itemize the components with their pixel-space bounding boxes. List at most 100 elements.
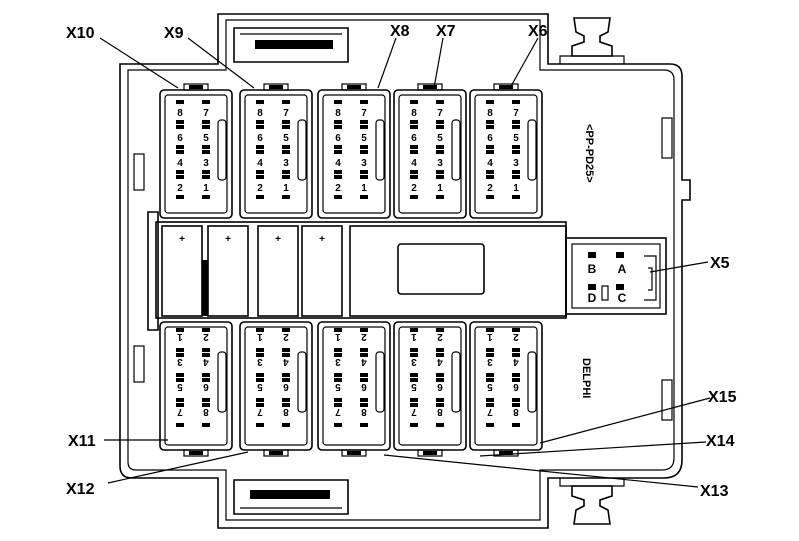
- connector-inner: [244, 326, 308, 446]
- pin-terminal: [436, 398, 444, 402]
- pin-terminal: [436, 195, 444, 199]
- pin-terminal: [202, 328, 210, 332]
- pin-terminal: [410, 125, 418, 129]
- pin-number-label: 6: [437, 381, 443, 392]
- pin-terminal: [436, 328, 444, 332]
- connector-shell: [469, 89, 543, 219]
- pin-terminal: [512, 170, 520, 174]
- pin-terminal: [282, 373, 290, 377]
- maker-label: DELPHI: [580, 358, 592, 398]
- pin-terminal: [360, 175, 368, 179]
- callout-x9: X9: [164, 25, 184, 42]
- pin-terminal: [486, 353, 494, 357]
- pin-terminal: [512, 353, 520, 357]
- connector-shell: [469, 321, 543, 451]
- pin-terminal: [176, 403, 184, 407]
- callout-x5: X5: [710, 255, 730, 272]
- pin-number-label: 2: [203, 331, 209, 342]
- connector-latch-fill: [269, 85, 283, 89]
- pin-terminal: [256, 145, 264, 149]
- pin-terminal: [410, 328, 418, 332]
- connector-latch-fill: [189, 451, 203, 455]
- connector-key-slot: [527, 351, 537, 413]
- pin-number-label: 2: [257, 183, 263, 194]
- pin-terminal: [486, 373, 494, 377]
- pin-terminal: [256, 150, 264, 154]
- pin-terminal: [360, 125, 368, 129]
- pin-terminal: [202, 170, 210, 174]
- connector-key-slot: [217, 119, 227, 181]
- pin-terminal: [256, 353, 264, 357]
- connector-latch: [263, 83, 289, 91]
- callout-x14: X14: [706, 433, 735, 450]
- pin-number-label: 5: [361, 133, 367, 144]
- pin-number-label: 6: [335, 133, 341, 144]
- pin-terminal: [410, 120, 418, 124]
- pin-terminal: [282, 125, 290, 129]
- pin-terminal: [202, 353, 210, 357]
- connector-shell: [159, 89, 233, 219]
- pin-number-label: 2: [177, 183, 183, 194]
- pin-number-label: 5: [513, 133, 519, 144]
- pin-number-label: 6: [513, 381, 519, 392]
- connector-latch: [493, 449, 519, 457]
- pin-number-label: 2: [283, 331, 289, 342]
- pin-terminal: [282, 353, 290, 357]
- connector-latch-fill: [423, 451, 437, 455]
- pin-terminal: [512, 398, 520, 402]
- pin-terminal: [282, 170, 290, 174]
- pin-number-label: 3: [203, 158, 209, 169]
- pin-terminal: [360, 348, 368, 352]
- pin-number-label: 5: [177, 381, 183, 392]
- pin-number-label: 5: [437, 133, 443, 144]
- pin-number-label: 2: [513, 331, 519, 342]
- pin-terminal: [486, 170, 494, 174]
- connector-latch-fill: [189, 85, 203, 89]
- pin-number-label: 7: [177, 406, 183, 417]
- pin-number-label: 1: [203, 183, 209, 194]
- pin-number-label: 6: [177, 133, 183, 144]
- pin-number-label: 4: [177, 158, 183, 169]
- pin-terminal: [176, 328, 184, 332]
- pin-terminal: [202, 100, 210, 104]
- connector-latch: [341, 449, 367, 457]
- pin-number-label: 7: [335, 406, 341, 417]
- connector-latch-fill: [499, 451, 513, 455]
- callout-x13: X13: [700, 483, 729, 500]
- connector-latch-fill: [347, 85, 361, 89]
- pin-number-label: 8: [437, 406, 443, 417]
- pin-terminal: [256, 398, 264, 402]
- x5-connector: B A D C: [565, 237, 667, 315]
- connector-latch: [183, 449, 209, 457]
- pin-number-label: 5: [487, 381, 493, 392]
- pin-number-label: 7: [411, 406, 417, 417]
- pin-terminal: [436, 423, 444, 427]
- pin-number-label: 5: [411, 381, 417, 392]
- pin-number-label: 4: [361, 356, 367, 367]
- pin-terminal: [202, 348, 210, 352]
- pin-terminal: [334, 353, 342, 357]
- pin-terminal: [436, 125, 444, 129]
- x5-pin-b-label: B: [588, 262, 597, 276]
- connector-shell: [159, 321, 233, 451]
- connector-latch: [341, 83, 367, 91]
- pin-number-label: 4: [335, 158, 341, 169]
- connector-inner: [164, 94, 228, 214]
- pin-terminal: [334, 378, 342, 382]
- pin-terminal: [256, 378, 264, 382]
- connector-latch-fill: [499, 85, 513, 89]
- pin-terminal: [436, 100, 444, 104]
- connector-latch: [493, 83, 519, 91]
- pin-terminal: [256, 100, 264, 104]
- pin-terminal: [410, 145, 418, 149]
- pin-number-label: 3: [335, 356, 341, 367]
- pin-terminal: [282, 145, 290, 149]
- pin-terminal: [176, 373, 184, 377]
- callout-x7: X7: [436, 23, 456, 40]
- connector-shell: [317, 89, 391, 219]
- pin-terminal: [410, 348, 418, 352]
- pin-number-label: 4: [411, 158, 417, 169]
